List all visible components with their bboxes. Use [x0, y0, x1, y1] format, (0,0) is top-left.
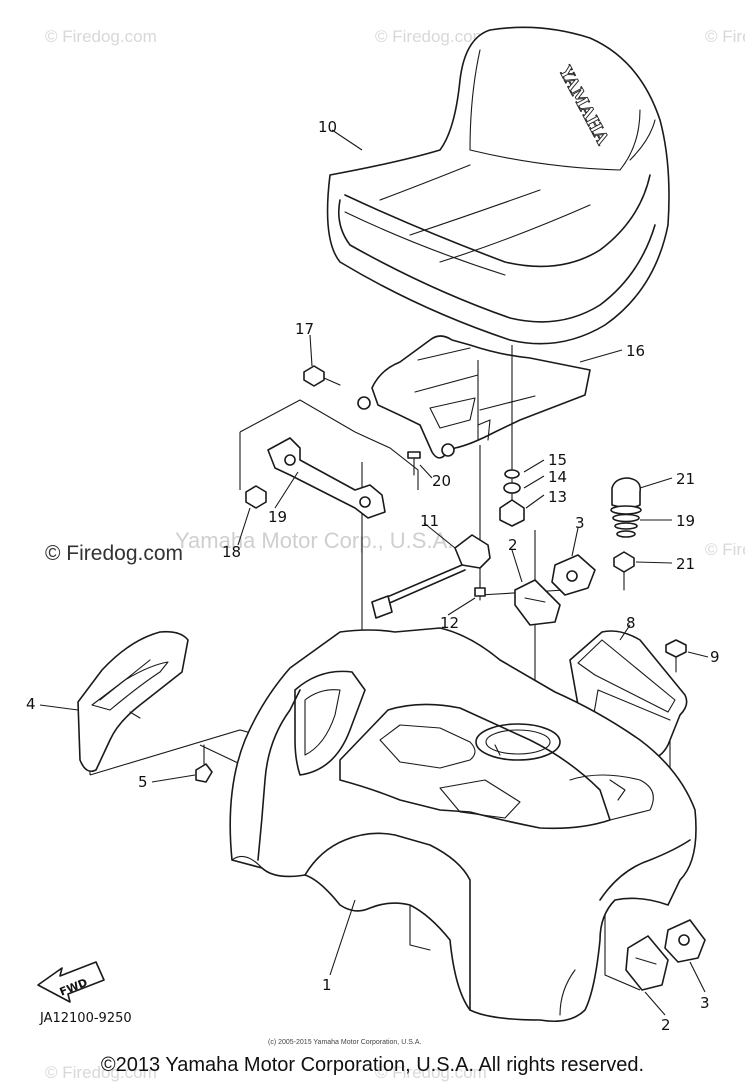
- callout-5: 5: [138, 773, 148, 791]
- callout-2-lower: 2: [661, 1016, 671, 1034]
- cap-spring: [610, 477, 642, 591]
- dampers-lower: [625, 919, 706, 991]
- watermark-bottom-left: © Firedog.com: [45, 1063, 157, 1082]
- callout-20: 21: [676, 470, 695, 488]
- watermark-top-center: © Firedog.com: [375, 27, 487, 46]
- diagram-code: JA12100-9250: [39, 1011, 132, 1026]
- callout-10: 12: [440, 614, 459, 632]
- callout-2-upper: 2: [508, 536, 518, 554]
- callout-8: 10: [318, 118, 337, 136]
- callout-12: 14: [548, 468, 567, 486]
- watermark-mid-right: © Firedog.com: [705, 540, 745, 559]
- callout-9: 11: [420, 512, 439, 530]
- watermark-bottom-center: © Firedog.com: [375, 1063, 487, 1082]
- watermark-firedog-dark: © Firedog.com: [45, 542, 183, 565]
- callout-19: 19: [676, 512, 695, 530]
- seat-bracket: [357, 335, 591, 459]
- callout-14: 16: [626, 342, 645, 360]
- watermark-top-left: © Firedog.com: [45, 27, 157, 46]
- dampers-upper: [514, 554, 596, 626]
- callout-7: 9: [710, 648, 720, 666]
- callout-3-lower: 3: [700, 994, 710, 1012]
- screw-7: [665, 639, 687, 673]
- seat: YAMAHA: [326, 26, 670, 345]
- rear-fender: [229, 627, 697, 1023]
- side-cover: [77, 630, 189, 773]
- footer-copyright: ©2013 Yamaha Motor Corporation, U.S.A. A…: [100, 1054, 645, 1076]
- callout-13: 15: [548, 451, 567, 469]
- callout-18: 20: [432, 472, 451, 490]
- watermark-top-right: © Firedog.com: [705, 27, 745, 46]
- screw-5: [195, 744, 213, 783]
- callout-6: 8: [626, 614, 636, 632]
- callout-11: 13: [548, 488, 567, 506]
- callout-17: 19: [268, 508, 287, 526]
- forward-arrow: FWD: [37, 961, 105, 1003]
- callouts: 10 16 17 15 14 13 20 21 19 21 3 2 11 12 …: [26, 118, 720, 1034]
- lock-lever: [371, 534, 491, 619]
- watermark-company: Yamaha Motor Corp., U.S.A.: [175, 528, 453, 553]
- washers: [499, 469, 525, 527]
- fasteners-upper: [245, 365, 421, 509]
- callout-3-upper: 3: [575, 514, 585, 532]
- small-copyright: (c) 2005-2015 Yamaha Motor Corporation, …: [268, 1039, 421, 1046]
- link-bracket: [267, 437, 386, 519]
- callout-16: 18: [222, 543, 241, 561]
- callout-leaders: [39, 129, 709, 1016]
- callout-21: 21: [676, 555, 695, 573]
- callout-4: 4: [26, 695, 36, 713]
- callout-1: 1: [322, 976, 332, 994]
- callout-15: 17: [295, 320, 314, 338]
